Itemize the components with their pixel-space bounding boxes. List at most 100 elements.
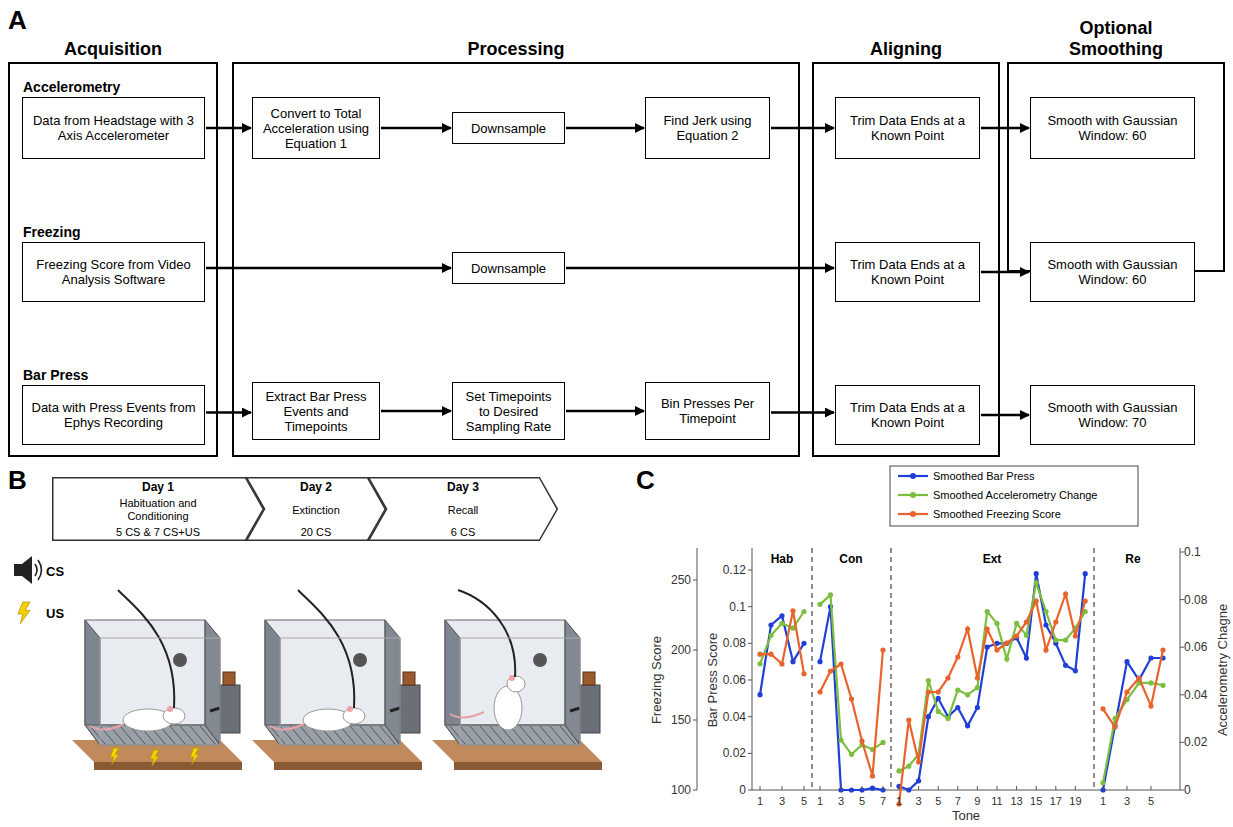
series-line: [899, 583, 1085, 771]
tick-mark: [1127, 786, 1128, 790]
box-label: Find Jerk using Equation 2: [652, 113, 763, 143]
series-line: [820, 607, 883, 790]
series-point: [926, 714, 931, 719]
tick-mark: [748, 753, 752, 754]
food-cup: [403, 672, 415, 685]
lever-box: [220, 685, 240, 733]
side-wall: [385, 620, 400, 745]
tick-mark: [1180, 790, 1184, 791]
chevron-outline: [53, 478, 264, 541]
series-point: [849, 787, 854, 792]
tether-cable: [458, 590, 515, 677]
series-point: [849, 752, 854, 757]
tick-label: 3: [779, 795, 785, 808]
process-box: Smooth with Gaussian Window: 60: [1030, 242, 1195, 302]
tick-mark: [841, 786, 842, 790]
section-heading: Processing: [467, 39, 564, 60]
flow-arrow: [206, 267, 451, 270]
panel-letter: A: [8, 6, 27, 34]
legend-dot: [910, 473, 916, 479]
series-point: [1053, 619, 1058, 624]
series-point: [1024, 633, 1029, 638]
series-point: [985, 609, 990, 614]
box-label: Smooth with Gaussian Window: 60: [1037, 113, 1188, 143]
tick-label: 0.08: [723, 636, 746, 650]
box-label: Data with Press Events from Ephys Record…: [29, 400, 198, 430]
trial-count: 5 CS & 7 CS+US: [116, 526, 200, 539]
tick-mark: [977, 786, 978, 790]
tick-mark: [1103, 786, 1104, 790]
axis-title: Freezing Score: [649, 636, 664, 724]
series-point: [849, 696, 854, 701]
freezing-axis: [697, 548, 698, 790]
tick-label: 150: [671, 713, 691, 727]
input-box: FreezingFreezing Score from Video Analys…: [22, 242, 205, 302]
series-point: [790, 659, 795, 664]
phase-label: Hab: [771, 552, 794, 566]
series-line: [899, 574, 1085, 790]
food-cup: [223, 672, 235, 685]
box-label: Extract Bar Press Events and Timepoints: [259, 389, 373, 434]
data-series: [757, 580, 1165, 785]
process-box: Downsample: [452, 252, 565, 284]
tick-label: 1: [817, 795, 823, 808]
series-point: [828, 592, 833, 597]
box-label: Downsample: [471, 261, 546, 276]
tick-mark: [748, 716, 752, 717]
speaker: [173, 653, 187, 667]
legend-label: Smoothed Freezing Score: [933, 507, 1061, 521]
series-point: [1100, 706, 1105, 711]
series-point: [1073, 633, 1078, 638]
rat-tail: [90, 724, 124, 730]
series-point: [1148, 655, 1153, 660]
speaker-icon: [14, 556, 42, 584]
series-point: [965, 692, 970, 697]
tick-label: 250: [671, 573, 691, 587]
process-box: Trim Data Ends at a Known Point: [835, 385, 980, 445]
series-point: [1024, 619, 1029, 624]
tick-label: 0.1: [1184, 545, 1201, 559]
tick-label: 15: [1030, 795, 1042, 808]
tick-mark: [1055, 786, 1056, 790]
series-point: [945, 675, 950, 680]
section-box: Smooth with Gaussian Window: 60Smooth wi…: [1007, 62, 1225, 272]
legend-dot: [910, 492, 916, 498]
section-box: Trim Data Ends at a Known PointTrim Data…: [812, 62, 1000, 457]
series-point: [1043, 622, 1048, 627]
data-series: [757, 591, 1165, 806]
series-point: [985, 626, 990, 631]
series-point: [768, 652, 773, 657]
series-point: [801, 671, 806, 676]
series-point: [779, 613, 784, 618]
lever: [390, 708, 400, 711]
series-point: [936, 689, 941, 694]
tick-label: 7: [880, 795, 886, 808]
tick-label: 0.04: [723, 710, 746, 724]
tick-label: 0: [1184, 783, 1191, 797]
tick-mark: [804, 786, 805, 790]
series-point: [955, 687, 960, 692]
flow-arrow: [381, 127, 451, 130]
phase-label: Con: [839, 552, 862, 566]
series-point: [906, 717, 911, 722]
flow-arrow: [206, 127, 251, 130]
operant-chamber: [252, 590, 422, 770]
tick-label: 19: [1069, 795, 1081, 808]
section-heading: Acquisition: [64, 39, 162, 60]
box-label: Convert to Total Acceleration using Equa…: [259, 106, 373, 151]
series-point: [1063, 663, 1068, 668]
rat-head: [507, 676, 525, 692]
tick-mark: [1036, 786, 1037, 790]
panel-letter: B: [8, 466, 27, 494]
operant-chamber: [432, 590, 602, 770]
legend-label: Smoothed Bar Press: [933, 469, 1035, 483]
tick-mark: [693, 580, 697, 581]
side-wall: [205, 620, 220, 745]
speaker: [533, 653, 547, 667]
phase-label: Habituation and Conditioning: [98, 497, 218, 523]
tick-label: 0: [739, 783, 746, 797]
flow-arrow: [566, 410, 644, 413]
series-point: [926, 689, 931, 694]
speaker: [353, 653, 367, 667]
tick-mark: [693, 790, 697, 791]
